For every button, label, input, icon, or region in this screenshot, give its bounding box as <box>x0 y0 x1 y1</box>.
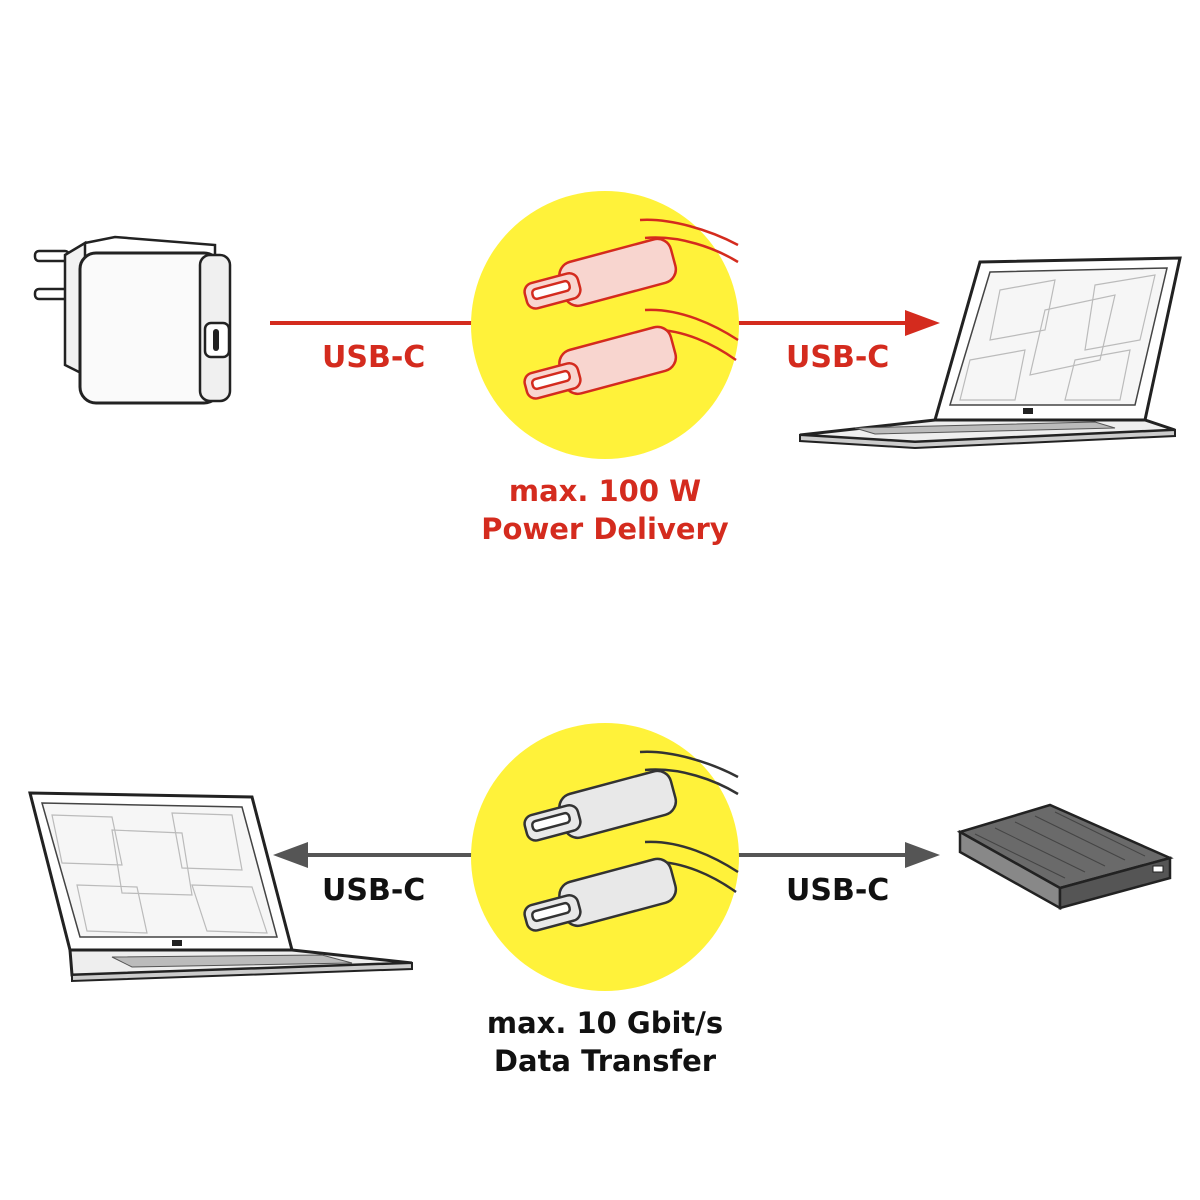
power-caption-line2: Power Delivery <box>481 512 729 546</box>
power-caption-line1: max. 100 W <box>508 474 702 508</box>
power-right-connector-label: USB-C <box>786 340 890 375</box>
data-right-arrow <box>735 842 940 868</box>
data-left-connector-label: USB-C <box>322 873 426 908</box>
data-right-connector-label: USB-C <box>786 873 890 908</box>
data-caption-line1: max. 10 Gbit/s <box>486 1006 724 1040</box>
external-drive-icon <box>956 803 1174 911</box>
power-left-line <box>270 321 475 325</box>
power-right-arrow <box>735 310 940 336</box>
usb-c-cable-icon <box>471 191 739 459</box>
wall-charger-icon <box>33 235 232 405</box>
data-caption: max. 10 Gbit/s Data Transfer <box>460 1004 750 1080</box>
laptop-icon <box>28 791 413 983</box>
data-left-arrow <box>273 842 478 868</box>
laptop-icon <box>799 256 1182 450</box>
data-caption-line2: Data Transfer <box>493 1044 717 1078</box>
power-caption: max. 100 W Power Delivery <box>470 472 740 548</box>
usb-c-cable-icon <box>471 723 739 991</box>
power-left-connector-label: USB-C <box>322 340 426 375</box>
